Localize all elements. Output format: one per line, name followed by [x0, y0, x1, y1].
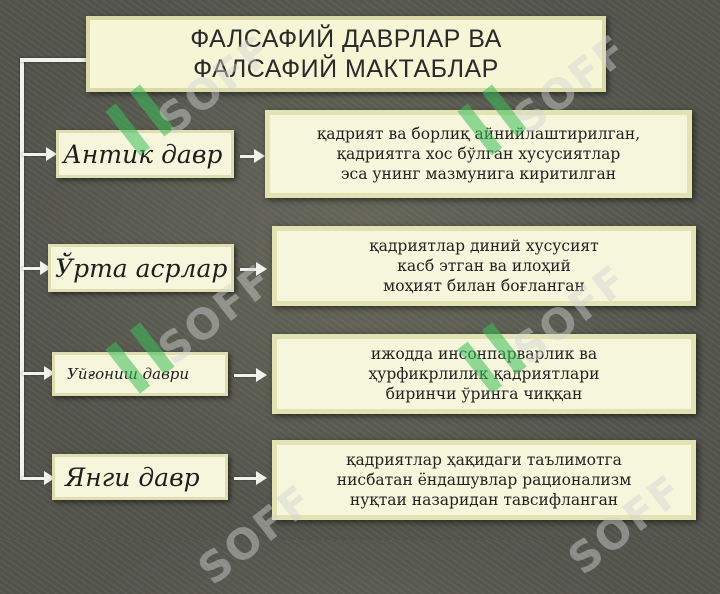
diagram-title: ФАЛСАФИЙ ДАВРЛАР ВА ФАЛСАФИЙ МАКТАБЛАР — [86, 16, 606, 92]
description-line: қадрият ва борлиқ айнийлаштирилган, — [316, 125, 641, 143]
arrow-to-modern — [22, 477, 46, 480]
arrow-to-renaissance — [22, 372, 46, 375]
arrow-head-icon — [44, 366, 55, 380]
description-line: ҳурфикрлилик қадриятлари — [368, 365, 600, 383]
description-antique: қадрият ва борлиқ айнийлаштирилган, қадр… — [265, 110, 692, 198]
description-middle-ages: қадриятлар диний хусусият касб этган ва … — [272, 226, 696, 306]
arrow-head-icon — [46, 147, 57, 161]
arrow-head-icon — [256, 368, 267, 382]
arrow-head-icon — [44, 471, 55, 485]
period-middle-ages: Ўрта асрлар — [48, 244, 234, 292]
description-line: эса унинг мазмунига киритилган — [340, 165, 617, 183]
arrow-modern-to-desc — [234, 477, 258, 480]
description-line: биринчи ўринга чиққан — [385, 385, 583, 403]
title-line-1: ФАЛСАФИЙ ДАВРЛАР ВА — [190, 25, 502, 53]
description-line: қадриятлар ҳақидаги таълимотга — [346, 451, 622, 469]
description-line: касб этган ва илоҳий — [397, 257, 571, 275]
period-antique: Антик давр — [56, 130, 234, 178]
description-line: қадриятлар диний хусусият — [369, 237, 599, 255]
arrow-head-icon — [256, 471, 267, 485]
top-connector-line — [20, 58, 88, 62]
description-line: нисбатан ёндашувлар рационализм — [336, 471, 632, 489]
period-modern: Янги давр — [52, 454, 228, 500]
arrow-to-antique — [22, 153, 48, 156]
arrow-head-icon — [256, 262, 267, 276]
arrow-head-icon — [254, 149, 265, 163]
arrow-antique-to-desc — [240, 155, 256, 158]
description-line: нуқтаи назаридан тавсифланган — [349, 491, 619, 509]
arrow-to-middle-ages — [22, 267, 44, 270]
description-line: ижодда инсонпарварлик ва — [370, 345, 598, 363]
description-line: моҳият билан боғланган — [383, 277, 585, 295]
arrow-renaissance-to-desc — [234, 374, 258, 377]
description-renaissance: ижодда инсонпарварлик ва ҳурфикрлилик қа… — [272, 334, 696, 414]
arrow-head-icon — [40, 261, 51, 275]
description-line: қадриятга хос бўлган хусусиятлар — [336, 145, 621, 163]
title-line-2: ФАЛСАФИЙ МАКТАБЛАР — [193, 55, 499, 83]
period-renaissance: Уйғониш даври — [52, 352, 228, 396]
arrow-middle-ages-to-desc — [240, 268, 258, 271]
vertical-connector-line — [20, 60, 24, 480]
description-modern: қадриятлар ҳақидаги таълимотга нисбатан … — [272, 440, 696, 520]
